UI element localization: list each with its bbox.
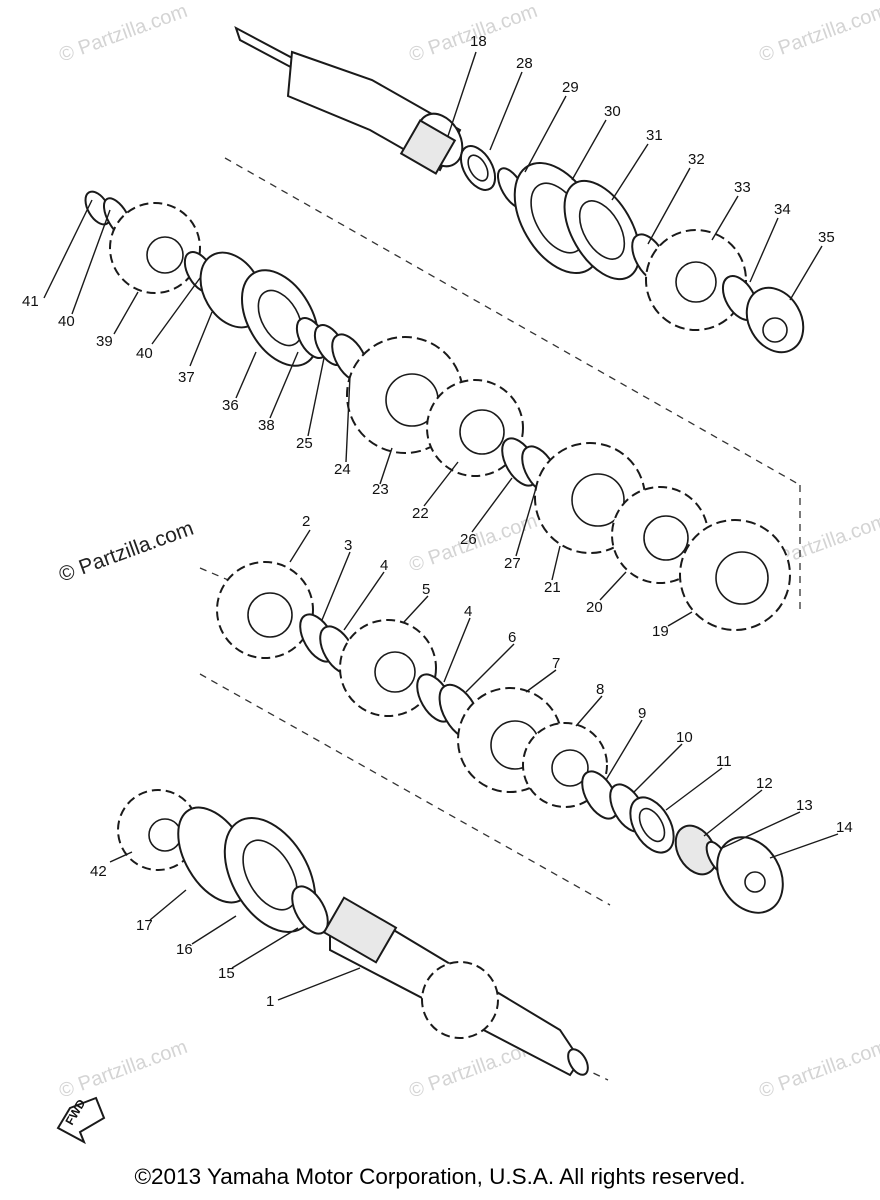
callout-label: 42 — [90, 863, 107, 880]
callout-label: 4 — [464, 603, 472, 620]
callout-label: 28 — [516, 55, 533, 72]
main-shaft-assembly — [117, 789, 589, 1077]
callout-label: 4 — [380, 557, 388, 574]
callout-label: 12 — [756, 775, 773, 792]
callout-label: 11 — [716, 753, 732, 770]
callout-label: 33 — [734, 179, 751, 196]
callout-label: 3 — [344, 537, 352, 554]
callout-label: 10 — [676, 729, 693, 746]
callout-label: 35 — [818, 229, 835, 246]
callout-label: 1 — [266, 993, 274, 1010]
callout-label: 2 — [302, 513, 310, 530]
callout-label: 30 — [604, 103, 621, 120]
output-shaft-assembly — [234, 25, 805, 354]
callout-label: 36 — [222, 397, 239, 414]
main-gear-assembly — [216, 561, 784, 914]
assembly-guide-lines — [199, 157, 801, 1081]
callout-labels: 18 28 29 30 31 32 33 34 35 41 40 39 40 3… — [22, 33, 853, 1010]
callout-label: 24 — [334, 461, 351, 478]
fwd-marker: FWD — [56, 1096, 106, 1145]
callout-label: 14 — [836, 819, 853, 836]
callout-label: 20 — [586, 599, 603, 616]
callout-label: 15 — [218, 965, 235, 982]
callout-label: 39 — [96, 333, 113, 350]
watermark: © Partzilla.com — [56, 0, 190, 67]
callout-label: 34 — [774, 201, 791, 218]
callout-label: 40 — [136, 345, 153, 362]
callout-label: 17 — [136, 917, 153, 934]
callout-label: 26 — [460, 531, 477, 548]
callout-label: 31 — [646, 127, 663, 144]
callout-label: 37 — [178, 369, 195, 386]
callout-label: 21 — [544, 579, 561, 596]
watermark: © Partzilla.com — [56, 1036, 190, 1103]
forward-arrow-icon — [56, 1096, 106, 1145]
callout-label: 13 — [796, 797, 813, 814]
callout-label: 8 — [596, 681, 604, 698]
callout-label: 40 — [58, 313, 75, 330]
callout-label: 16 — [176, 941, 193, 958]
callout-label: 29 — [562, 79, 579, 96]
watermark: © Partzilla.com — [756, 0, 880, 67]
secondary-gear-assembly — [84, 190, 791, 631]
callout-label: 23 — [372, 481, 389, 498]
callout-label: 38 — [258, 417, 275, 434]
callout-label: 27 — [504, 555, 521, 572]
watermark: © Partzilla.com — [756, 1036, 880, 1103]
watermark-main: © Partzilla.com — [56, 517, 197, 587]
callout-label: 9 — [638, 705, 646, 722]
callout-label: 41 — [22, 293, 39, 310]
callout-label: 18 — [470, 33, 487, 50]
leader-lines — [43, 51, 839, 1001]
callout-label: 32 — [688, 151, 705, 168]
callout-label: 5 — [422, 581, 430, 598]
callout-label: 6 — [508, 629, 516, 646]
callout-label: 25 — [296, 435, 313, 452]
callout-label: 22 — [412, 505, 429, 522]
copyright-footer: ©2013 Yamaha Motor Corporation, U.S.A. A… — [134, 1164, 745, 1189]
callout-label: 7 — [552, 655, 560, 672]
callout-label: 19 — [652, 623, 669, 640]
